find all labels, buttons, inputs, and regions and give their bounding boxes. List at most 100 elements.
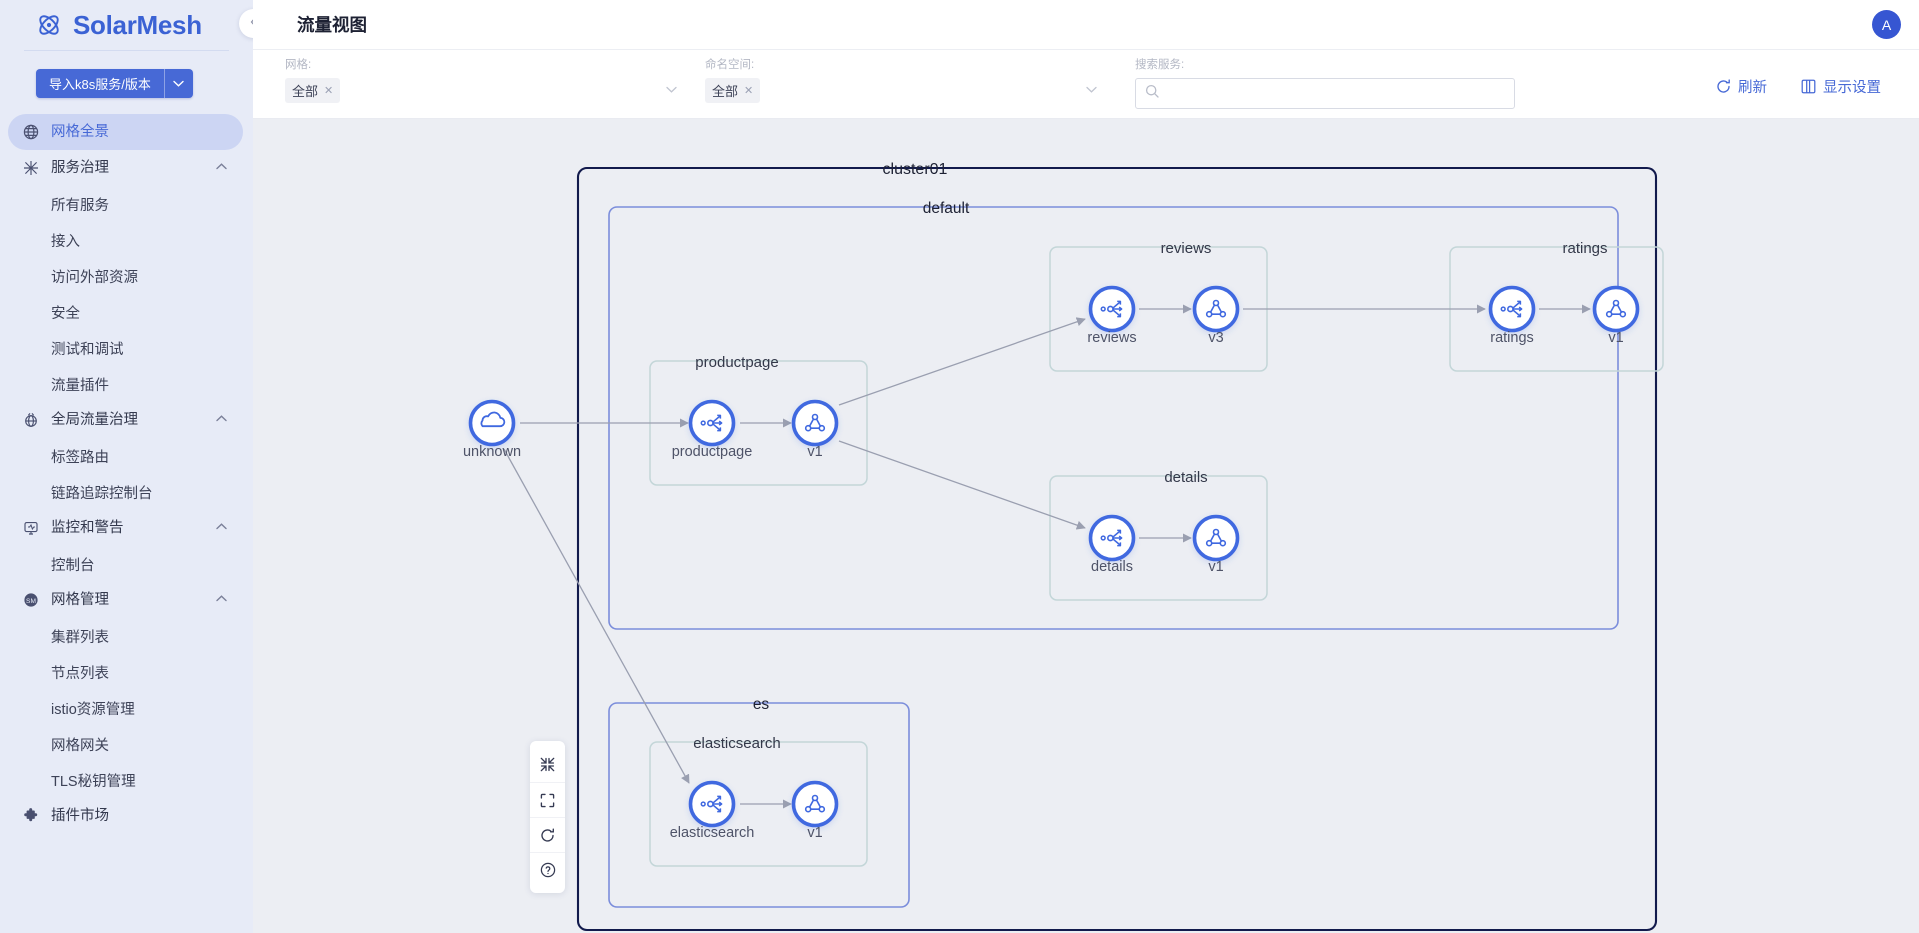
search-input[interactable] xyxy=(1166,85,1505,101)
sidebar-item-mesh-gateway[interactable]: 网格网关 xyxy=(0,726,253,762)
search-icon xyxy=(1145,84,1159,103)
import-k8s-service-group: 导入k8s服务/版本 xyxy=(36,69,193,98)
service-fork-icon xyxy=(700,795,723,813)
graph-node-details[interactable]: details xyxy=(1088,514,1136,576)
chevron-up-icon[interactable] xyxy=(216,523,227,533)
sidebar-item-label: 接入 xyxy=(51,233,80,250)
sidebar-item-label-routing[interactable]: 标签路由 xyxy=(0,438,253,474)
graph-node-ratings-v1[interactable]: v1 xyxy=(1592,285,1640,347)
brand[interactable]: SolarMesh xyxy=(0,0,253,50)
sidebar-item-all-services[interactable]: 所有服务 xyxy=(0,186,253,222)
close-x-icon[interactable]: ✕ xyxy=(744,85,754,97)
sidebar-item-test-and-debug[interactable]: 测试和调试 xyxy=(0,330,253,366)
import-k8s-service-button[interactable]: 导入k8s服务/版本 xyxy=(36,69,164,98)
search-box[interactable] xyxy=(1135,77,1515,109)
service-box-details[interactable]: details xyxy=(1049,469,1268,601)
service-box-reviews[interactable]: reviews xyxy=(1049,240,1268,372)
graph-node-label: v1 xyxy=(1208,559,1223,575)
graph-node-elasticsearch-v1[interactable]: v1 xyxy=(791,780,839,842)
sidebar-item-tracing-console[interactable]: 链路追踪控制台 xyxy=(0,474,253,510)
topbar: 流量视图 A xyxy=(253,0,1919,50)
service-box-ratings[interactable]: ratings xyxy=(1449,240,1664,372)
graph-toolbar xyxy=(530,741,565,893)
edge-v1-details xyxy=(838,440,1086,530)
sidebar-item-label: 控制台 xyxy=(51,557,95,574)
graph-node-label: ratings xyxy=(1490,330,1534,346)
edge-unknown-elasticsearch xyxy=(503,448,690,784)
graph-node-label: v1 xyxy=(1608,330,1623,346)
sidebar-item-label: 服务治理 xyxy=(51,159,109,176)
chevron-up-icon[interactable] xyxy=(216,595,227,605)
question-circle-icon xyxy=(540,862,556,878)
graph-node-label: unknown xyxy=(463,444,521,460)
mesh-selected-tag[interactable]: 全部 ✕ xyxy=(285,78,341,103)
reload-graph-button[interactable] xyxy=(530,817,565,852)
sidebar-item-label: 节点列表 xyxy=(51,665,109,682)
graph-node-unknown[interactable]: unknown xyxy=(463,399,521,461)
sidebar-item-label: 安全 xyxy=(51,305,80,322)
sidebar-item-plugin-market[interactable]: 插件市场 xyxy=(0,798,253,834)
namespace-select[interactable]: 全部 ✕ xyxy=(705,78,1105,104)
graph-node-elasticsearch[interactable]: elasticsearch xyxy=(670,780,755,842)
arrows-inward-icon xyxy=(540,757,555,772)
graph-node-reviews-v3[interactable]: v3 xyxy=(1192,285,1240,347)
avatar[interactable]: A xyxy=(1872,10,1901,39)
sidebar-item-node-list[interactable]: 节点列表 xyxy=(0,654,253,690)
version-node-icon xyxy=(1605,299,1627,318)
filter-actions: 刷新 显示设置 xyxy=(1716,50,1919,97)
graph-node-reviews[interactable]: reviews xyxy=(1087,285,1137,347)
sidebar-item-traffic-plugins[interactable]: 流量插件 xyxy=(0,366,253,402)
fit-to-screen-button[interactable] xyxy=(530,747,565,782)
fullscreen-button[interactable] xyxy=(530,782,565,817)
cluster-box-cluster01[interactable]: cluster01 xyxy=(576,161,1658,932)
cluster-box-label: cluster01 xyxy=(883,161,948,178)
sidebar-item-tls-key-management[interactable]: TLS秘钥管理 xyxy=(0,762,253,798)
chevron-left-icon xyxy=(250,16,253,31)
sidebar-item-istio-resources[interactable]: istio资源管理 xyxy=(0,690,253,726)
close-x-icon[interactable]: ✕ xyxy=(324,85,334,97)
service-box-productpage[interactable]: productpage xyxy=(649,354,868,486)
mesh-select[interactable]: 全部 ✕ xyxy=(285,78,685,104)
namespace-selected-tag[interactable]: 全部 ✕ xyxy=(705,78,761,103)
graph-node-label: v3 xyxy=(1208,330,1223,346)
sidebar-item-label: 测试和调试 xyxy=(51,341,124,358)
graph-node-productpage-v1[interactable]: v1 xyxy=(791,399,839,461)
graph-canvas[interactable]: cluster01 default productpage reviews xyxy=(253,119,1919,933)
sidebar-item-label: 全局流量治理 xyxy=(51,411,138,428)
sidebar-item-ingress[interactable]: 接入 xyxy=(0,222,253,258)
chevron-down-icon[interactable] xyxy=(666,84,677,96)
sidebar-item-global-traffic-governance[interactable]: 全局流量治理 xyxy=(0,402,253,438)
help-button[interactable] xyxy=(530,852,565,887)
chevron-down-icon[interactable] xyxy=(163,69,193,98)
sidebar-item-mesh-management[interactable]: SM 网格管理 xyxy=(0,582,253,618)
sidebar-item-service-governance[interactable]: 服务治理 xyxy=(0,150,253,186)
graph-node-ratings[interactable]: ratings xyxy=(1488,285,1536,347)
topology-graph[interactable]: cluster01 default productpage reviews xyxy=(253,119,1919,933)
service-box-elasticsearch[interactable]: elasticsearch xyxy=(649,735,868,867)
sidebar-item-monitoring-and-alerts[interactable]: 监控和警告 xyxy=(0,510,253,546)
filter-bar: 网格: 全部 ✕ 命名空间: 全部 ✕ xyxy=(253,50,1919,119)
sidebar-item-security[interactable]: 安全 xyxy=(0,294,253,330)
graph-node-details-v1[interactable]: v1 xyxy=(1192,514,1240,576)
refresh-icon xyxy=(1716,79,1731,94)
chevron-up-icon[interactable] xyxy=(216,163,227,173)
sidebar-item-mesh-overview[interactable]: 网格全景 xyxy=(8,114,243,150)
mesh-filter: 网格: 全部 ✕ xyxy=(285,50,685,104)
sidebar-item-external-resources[interactable]: 访问外部资源 xyxy=(0,258,253,294)
reload-icon xyxy=(540,828,555,843)
display-settings-button[interactable]: 显示设置 xyxy=(1801,76,1881,97)
display-settings-label: 显示设置 xyxy=(1823,80,1881,96)
version-node-icon xyxy=(804,413,826,432)
chevron-down-icon[interactable] xyxy=(1086,84,1097,96)
refresh-button[interactable]: 刷新 xyxy=(1716,76,1767,97)
chevron-up-icon[interactable] xyxy=(216,415,227,425)
namespace-box-es[interactable]: es xyxy=(608,696,910,908)
sidebar-item-label: 流量插件 xyxy=(51,377,109,394)
sidebar-item-cluster-list[interactable]: 集群列表 xyxy=(0,618,253,654)
sidebar-collapse-button[interactable] xyxy=(239,9,253,38)
graph-node-productpage[interactable]: productpage xyxy=(672,399,753,461)
globe-icon xyxy=(22,124,39,141)
sidebar-item-console[interactable]: 控制台 xyxy=(0,546,253,582)
sidebar-item-label: TLS秘钥管理 xyxy=(51,773,136,790)
namespace-box-default[interactable]: default xyxy=(608,200,1619,630)
